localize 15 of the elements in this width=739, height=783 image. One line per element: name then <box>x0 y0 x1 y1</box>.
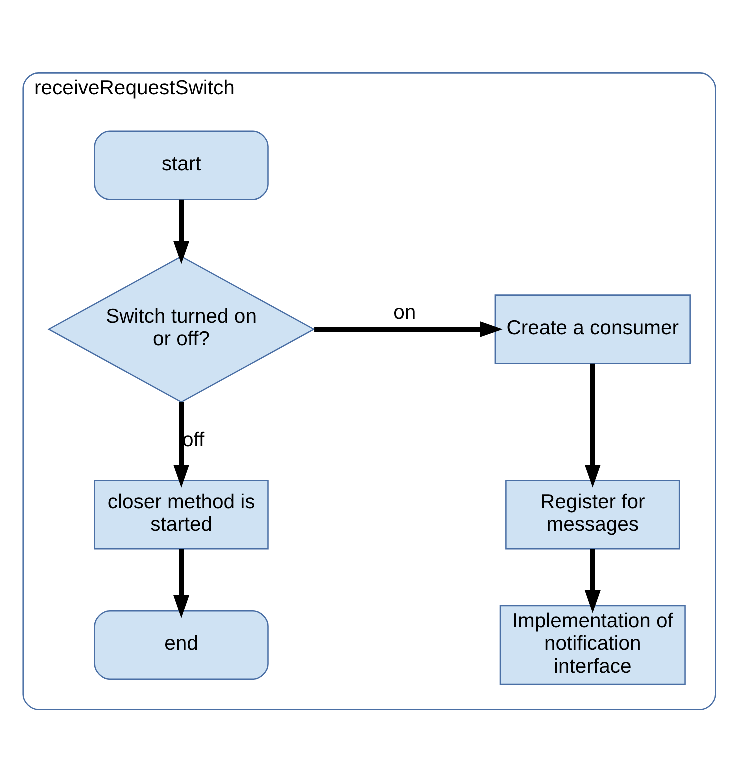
arrow <box>584 364 601 488</box>
node-box: Create a consumer <box>494 294 691 364</box>
node-box: Register for messages <box>506 480 680 550</box>
arrow <box>174 549 190 618</box>
edge-label: on <box>394 302 416 324</box>
node-box: Implementation of notification interface <box>500 605 686 686</box>
node-box: closer method is started <box>94 480 269 550</box>
node-box: end <box>94 610 269 680</box>
arrow <box>174 200 190 264</box>
node-box: start <box>94 130 269 200</box>
arrow <box>314 321 503 338</box>
edge-label: off <box>182 429 205 452</box>
arrow <box>584 549 601 614</box>
node-diamond: Switch turned on or off? <box>48 256 316 403</box>
arrow <box>174 402 190 488</box>
